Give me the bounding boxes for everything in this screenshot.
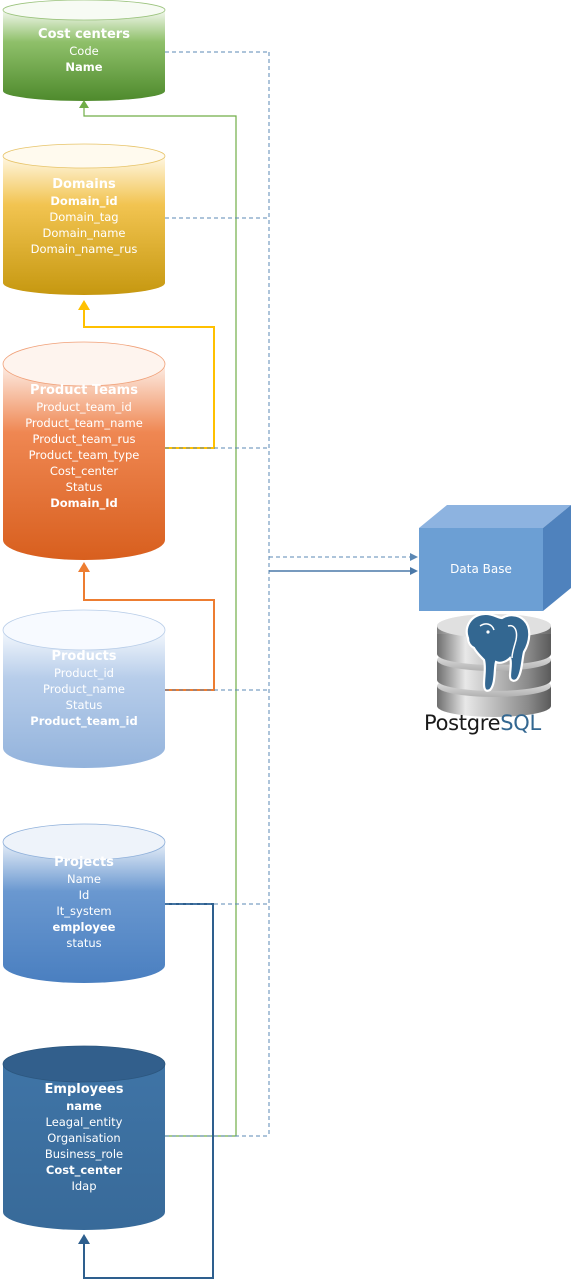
table-field: Product_team_type bbox=[28, 448, 140, 462]
cylinder-employees bbox=[2, 1045, 166, 1230]
table-title: Employees bbox=[44, 1082, 124, 1097]
database-label: Data Base bbox=[450, 562, 512, 576]
table-field: Domain_name_rus bbox=[30, 242, 138, 256]
table-field: employee bbox=[52, 920, 116, 934]
database-box bbox=[419, 505, 571, 611]
table-title: Cost centers bbox=[38, 27, 130, 42]
relation-line-product-team bbox=[83, 568, 215, 691]
table-employees: Employees name Leagal_entity Organisatio… bbox=[3, 1082, 165, 1194]
table-projects: Projects Name Id It_system employee stat… bbox=[3, 855, 165, 951]
table-products: Products Product_id Product_name Status … bbox=[3, 649, 165, 729]
cylinder-products bbox=[2, 609, 166, 768]
table-field: Domain_tag bbox=[49, 210, 119, 224]
arrowhead-database-solid bbox=[410, 567, 418, 575]
table-field: Cost_center bbox=[45, 1163, 123, 1177]
table-field: Name bbox=[65, 60, 103, 74]
arrowhead-domains bbox=[78, 300, 90, 310]
table-field: Code bbox=[69, 44, 99, 58]
table-product-teams: Product Teams Product_team_id Product_te… bbox=[3, 383, 165, 511]
arrowhead-employees bbox=[78, 1234, 90, 1244]
arrowhead-cost-centers bbox=[79, 100, 89, 108]
arrowhead-database-dashed bbox=[410, 553, 418, 561]
table-field: Business_role bbox=[44, 1147, 124, 1161]
elephant-icon bbox=[465, 612, 531, 692]
table-field: Leagal_entity bbox=[45, 1115, 123, 1129]
cylinder-projects bbox=[2, 823, 166, 983]
table-cost-centers: Cost centers Code Name bbox=[3, 27, 165, 75]
table-field: Organisation bbox=[47, 1131, 121, 1145]
cylinder-product-teams bbox=[2, 341, 166, 560]
table-field: Domain_id bbox=[50, 194, 118, 208]
table-field: Product_team_name bbox=[25, 416, 143, 430]
table-domains: Domains Domain_id Domain_tag Domain_name… bbox=[3, 177, 165, 257]
table-field: Product_id bbox=[54, 666, 114, 680]
table-field: Cost_center bbox=[49, 464, 119, 478]
table-field: It_system bbox=[56, 904, 112, 918]
table-field: Idap bbox=[71, 1179, 97, 1193]
table-field: Domain_name bbox=[42, 226, 126, 240]
table-field: name bbox=[66, 1099, 102, 1113]
table-title: Projects bbox=[54, 855, 114, 870]
table-field: Domain_Id bbox=[50, 496, 118, 510]
table-field: Product_name bbox=[42, 682, 126, 696]
table-field: Id bbox=[78, 888, 90, 902]
postgresql-wordmark: PostgreSQL bbox=[424, 711, 541, 735]
table-field: Status bbox=[65, 480, 103, 494]
table-title: Products bbox=[51, 649, 117, 664]
table-field: status bbox=[66, 936, 102, 950]
table-title: Product Teams bbox=[30, 383, 138, 398]
table-field: Name bbox=[67, 872, 101, 886]
cylinder-domains bbox=[2, 143, 166, 295]
cylinder-cost-centers bbox=[2, 0, 166, 101]
table-field: Product_team_rus bbox=[32, 432, 136, 446]
table-field: Product_team_id bbox=[30, 714, 138, 728]
table-field: Status bbox=[65, 698, 103, 712]
arrowhead-product-teams bbox=[78, 562, 90, 572]
dashed-connectors bbox=[165, 51, 412, 1137]
relation-line-domain bbox=[83, 305, 215, 449]
wordmark-part-1: Postgre bbox=[424, 711, 501, 735]
postgresql-logo bbox=[437, 612, 551, 717]
wordmark-part-2: SQL bbox=[500, 711, 541, 735]
table-title: Domains bbox=[52, 177, 116, 192]
table-field: Product_team_id bbox=[36, 400, 132, 414]
